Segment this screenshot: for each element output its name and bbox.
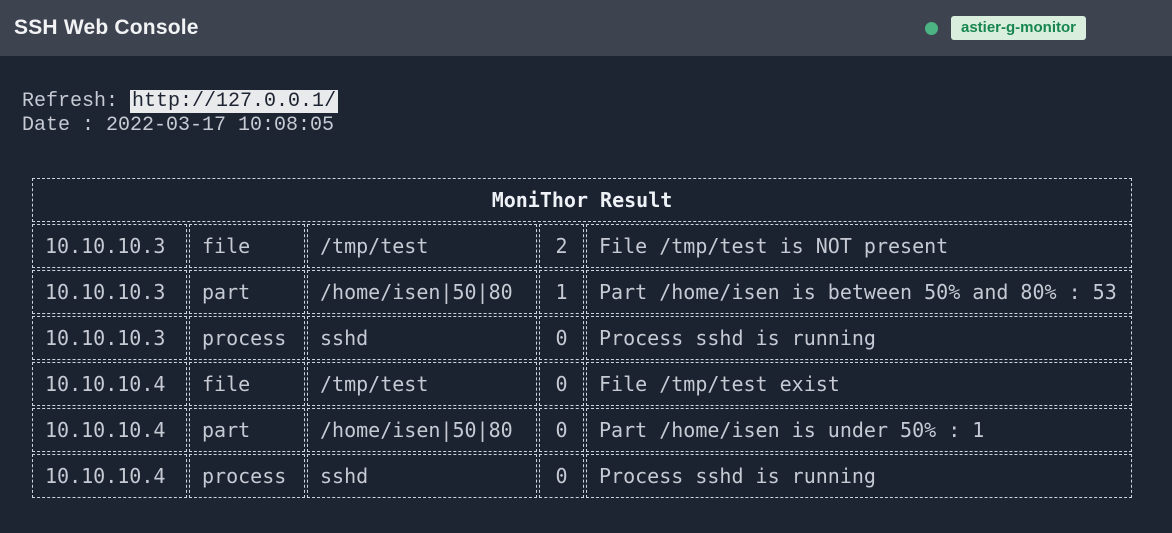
- cell-code: 0: [539, 362, 584, 406]
- cell-check: file: [189, 224, 305, 268]
- cell-message: Process sshd is running: [586, 454, 1132, 498]
- refresh-line: Refresh: http://127.0.0.1/: [22, 90, 1172, 114]
- cell-code: 0: [539, 454, 584, 498]
- cell-code: 1: [539, 270, 584, 314]
- cell-target: /tmp/test: [307, 224, 537, 268]
- refresh-url-link[interactable]: http://127.0.0.1/: [130, 90, 339, 113]
- cell-target: /home/isen|50|80: [307, 270, 537, 314]
- cell-target: sshd: [307, 316, 537, 360]
- cell-host: 10.10.10.3: [32, 224, 187, 268]
- cell-host: 10.10.10.3: [32, 316, 187, 360]
- cell-code: 2: [539, 224, 584, 268]
- date-label: Date :: [22, 114, 107, 137]
- cell-check: file: [189, 362, 305, 406]
- status-group: astier-g-monitor: [924, 16, 1086, 40]
- cell-target: /home/isen|50|80: [307, 408, 537, 452]
- cell-host: 10.10.10.3: [32, 270, 187, 314]
- cell-host: 10.10.10.4: [32, 454, 187, 498]
- cell-message: File /tmp/test is NOT present: [586, 224, 1132, 268]
- header-bar: SSH Web Console astier-g-monitor: [0, 0, 1172, 56]
- cell-message: Process sshd is running: [586, 316, 1132, 360]
- info-block: Refresh: http://127.0.0.1/ Date : 2022-0…: [22, 90, 1172, 138]
- status-dot-icon: [924, 21, 938, 35]
- cell-check: process: [189, 316, 305, 360]
- cell-host: 10.10.10.4: [32, 362, 187, 406]
- cell-check: part: [189, 408, 305, 452]
- cell-code: 0: [539, 408, 584, 452]
- cell-target: /tmp/test: [307, 362, 537, 406]
- cell-message: File /tmp/test exist: [586, 362, 1132, 406]
- host-status-badge: astier-g-monitor: [950, 16, 1086, 40]
- cell-code: 0: [539, 316, 584, 360]
- cell-message: Part /home/isen is between 50% and 80% :…: [586, 270, 1132, 314]
- date-value: 2022-03-17 10:08:05: [106, 114, 335, 137]
- page-title: SSH Web Console: [14, 16, 199, 39]
- cell-target: sshd: [307, 454, 537, 498]
- main-content: Refresh: http://127.0.0.1/ Date : 2022-0…: [0, 90, 1172, 500]
- cell-message: Part /home/isen is under 50% : 1: [586, 408, 1132, 452]
- table-title-row: MoniThor Result: [32, 178, 1132, 222]
- refresh-label: Refresh:: [22, 90, 131, 113]
- table-title: MoniThor Result: [32, 178, 1132, 222]
- cell-check: process: [189, 454, 305, 498]
- cell-check: part: [189, 270, 305, 314]
- date-line: Date : 2022-03-17 10:08:05: [22, 114, 1172, 138]
- cell-host: 10.10.10.4: [32, 408, 187, 452]
